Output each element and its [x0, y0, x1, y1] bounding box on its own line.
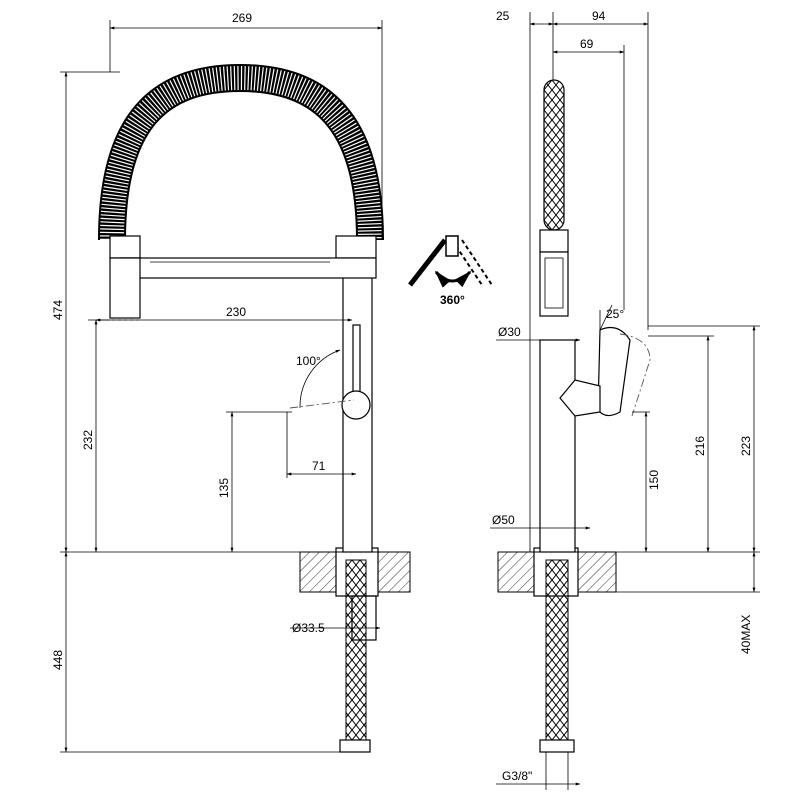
front-lever-angle: 100°: [296, 354, 321, 368]
lever-hub-side: [559, 379, 601, 417]
rotate-360-icon: 360°: [408, 235, 493, 307]
faucet-body-side: [539, 339, 576, 553]
dim-below-deck: 448: [51, 650, 65, 670]
hose-collar-side: [539, 229, 569, 253]
dim-deck-max: 40MAX: [739, 615, 753, 654]
dim-lever-height: 216: [693, 436, 707, 456]
dim-height-total: 474: [51, 300, 65, 320]
lever-side: [597, 327, 631, 417]
dim-spout-reach: 230: [226, 305, 246, 319]
dim-top-left: 25: [496, 9, 510, 23]
dim-hose-diameter: Ø33.5: [292, 621, 325, 635]
side-view: 25° 25 94 69 Ø30 Ø50 150 216 223: [490, 9, 760, 790]
spring-hose-side: [543, 79, 565, 231]
dim-spout-height: 232: [81, 430, 95, 450]
front-view: 100° 269 474 230 232 135 71 Ø33.5: [51, 11, 411, 753]
rotation-label: 360°: [440, 293, 465, 307]
hose-fitting-front: [339, 739, 371, 753]
dim-overall-height: 223: [739, 436, 753, 456]
supply-hose-front: [345, 559, 367, 741]
hose-collar-front: [335, 235, 377, 259]
dim-lever-height-inner: 150: [647, 470, 661, 490]
spray-head-front: [109, 257, 141, 319]
hose-fitting-side: [539, 739, 575, 753]
spray-head-side: [539, 251, 569, 317]
spray-collar-front: [109, 235, 141, 259]
dim-lever-height: 135: [217, 478, 231, 498]
dim-spray-diameter: Ø30: [498, 325, 521, 339]
lever-hub-front: [341, 390, 371, 420]
dim-width-total: 269: [232, 11, 252, 25]
spout-arm-front: [119, 257, 377, 279]
dim-top-right: 94: [592, 9, 606, 23]
dim-connection: G3/8": [502, 769, 532, 783]
dim-base-diameter: Ø50: [492, 513, 515, 527]
dim-lever-offset: 71: [312, 459, 326, 473]
side-lever-angle: 25°: [606, 307, 624, 321]
dim-spray: 69: [580, 37, 594, 51]
supply-hose-side: [545, 559, 569, 741]
spring-hose-front: [98, 63, 384, 241]
